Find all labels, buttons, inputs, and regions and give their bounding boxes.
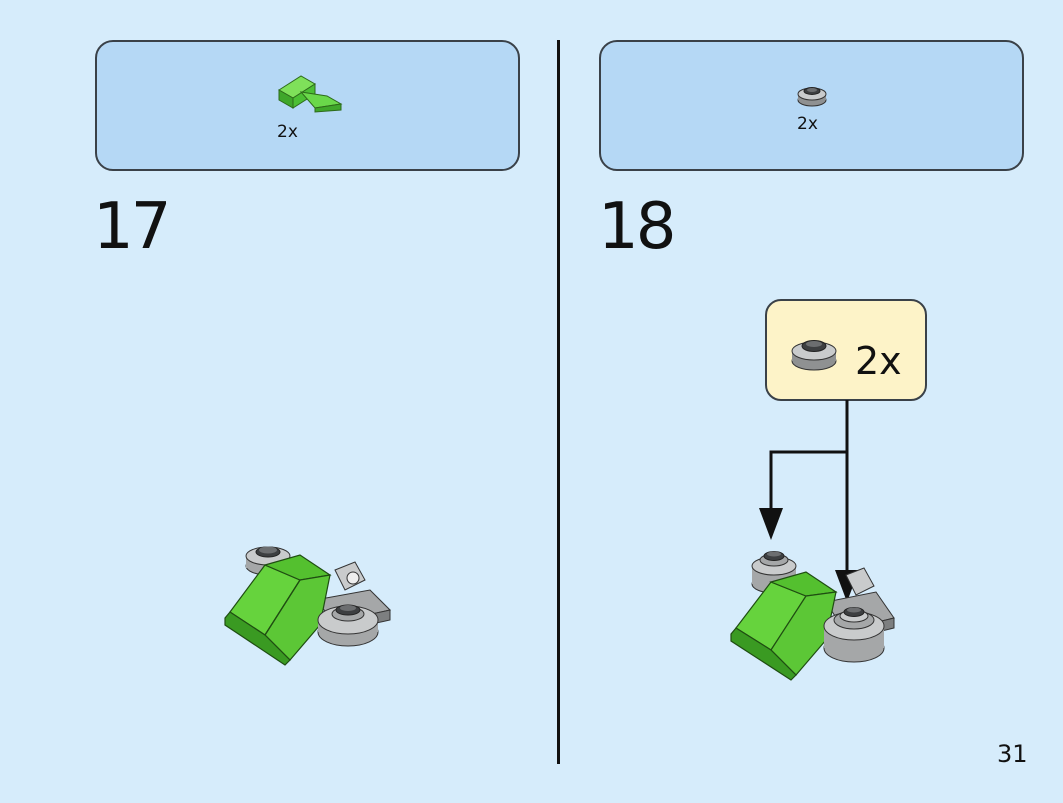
arrow-head-icon <box>759 508 783 540</box>
parts-list-box: 2x <box>599 40 1024 171</box>
page-number: 31 <box>997 740 1028 768</box>
gray-round-plate-icon <box>791 340 837 371</box>
step-17-assembly-illustration <box>224 546 392 666</box>
placement-arrows <box>759 400 859 602</box>
part-count: 2x <box>797 114 818 134</box>
callout-box: 2x <box>765 299 927 401</box>
gray-round-plate-icon <box>797 87 827 107</box>
step-18-assembly-illustration <box>730 551 895 681</box>
green-slope-brick-icon <box>278 75 343 113</box>
step-number: 18 <box>598 190 676 264</box>
parts-list-box: 2x <box>95 40 520 171</box>
step-18: 2x 18 <box>532 0 1063 803</box>
step-17: 2x 17 <box>0 0 531 803</box>
page-divider <box>557 40 560 764</box>
step-number: 17 <box>93 190 171 264</box>
callout-count: 2x <box>855 339 902 383</box>
part-count: 2x <box>277 122 298 142</box>
